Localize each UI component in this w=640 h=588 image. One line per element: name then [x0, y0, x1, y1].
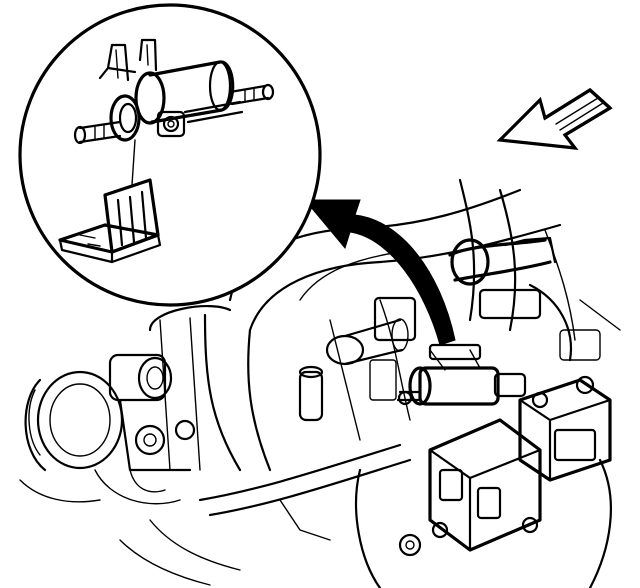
direction-arrow — [496, 88, 613, 150]
callout-arrow — [303, 199, 456, 346]
coil-pack-assembly — [428, 375, 612, 552]
detail-circle — [18, 3, 322, 307]
fuel-component — [58, 38, 275, 264]
engine-manifold — [19, 178, 621, 588]
